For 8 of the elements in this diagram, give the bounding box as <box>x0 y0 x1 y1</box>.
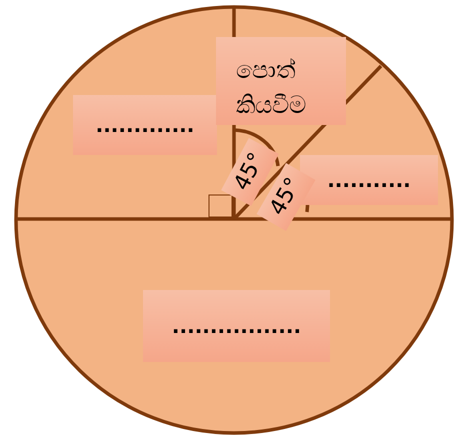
label-box <box>216 37 346 125</box>
label-box <box>143 290 330 362</box>
label-text: ........... <box>327 166 411 194</box>
label-box <box>300 155 438 205</box>
label-text: ............. <box>96 112 194 138</box>
label-text: පොත් කියවීම <box>236 55 307 121</box>
label-text: ................. <box>172 312 302 340</box>
label-box <box>73 95 217 155</box>
